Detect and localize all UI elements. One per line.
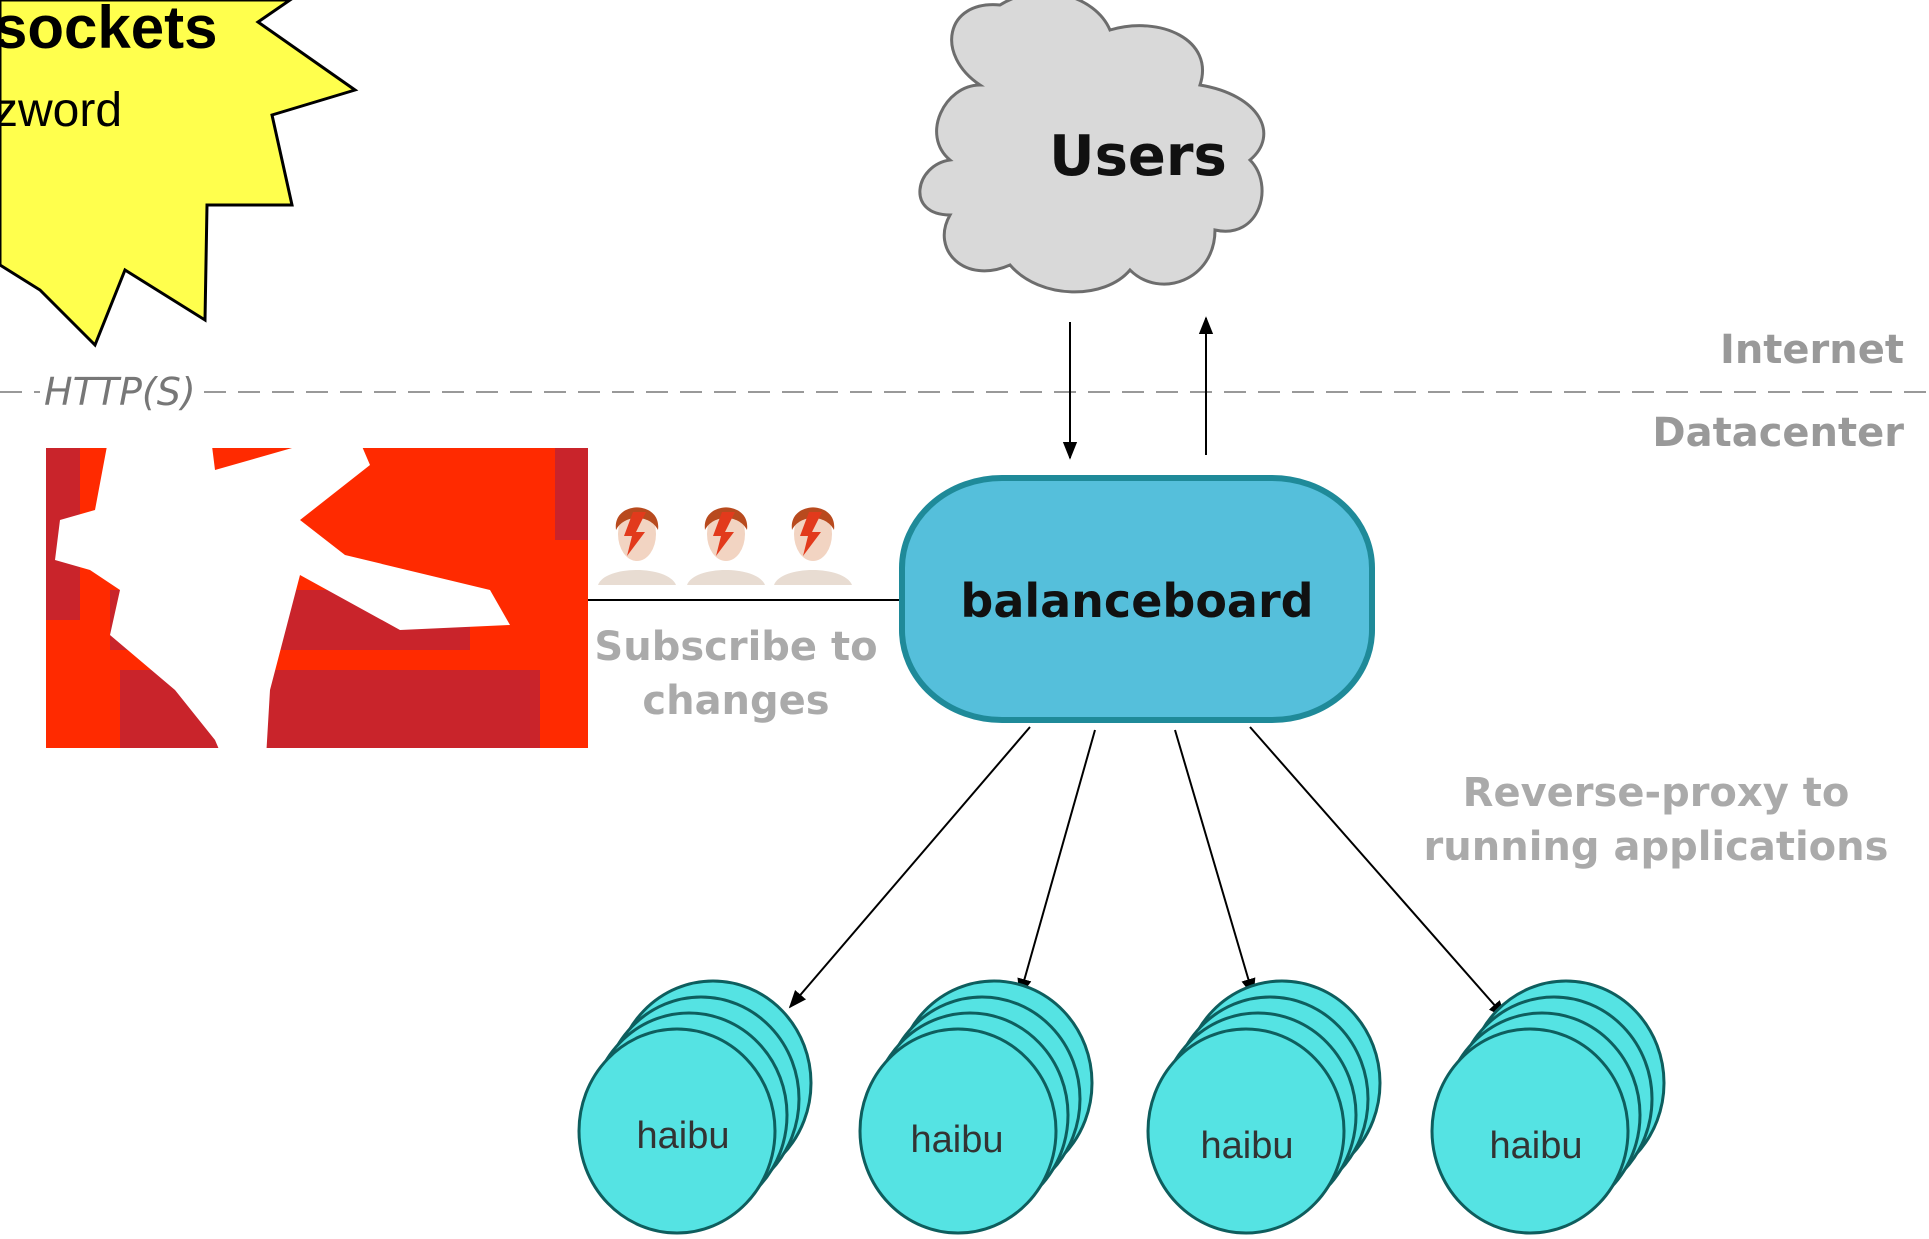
haibu-label: haibu: [637, 1115, 730, 1157]
users-cloud: Users: [918, 0, 1266, 294]
proxy-arrow-2: [1017, 729, 1096, 997]
haibu-label: haibu: [1201, 1125, 1294, 1167]
bowie-face-icon: [774, 507, 852, 585]
proxy-arrow-1: [788, 726, 1031, 1009]
protocol-label-bg: [40, 368, 200, 416]
proxy-label-line2: running applications: [1424, 824, 1889, 870]
haibu-label: haibu: [1490, 1125, 1583, 1167]
balanceboard-label: balanceboard: [960, 574, 1313, 628]
datacenter-label: Datacenter: [1652, 410, 1904, 456]
callout-title: sockets: [0, 0, 217, 61]
protocol-label: HTTP(S): [44, 370, 196, 414]
haibu-stack-3: haibu: [1146, 979, 1382, 1235]
callout-subtitle: zword: [0, 84, 122, 137]
subscriber-faces: [598, 507, 852, 585]
haibu-stack-4: haibu: [1430, 979, 1666, 1235]
subscribe-label-line2: changes: [642, 678, 829, 724]
callout-starburst: sockets zword: [0, 0, 359, 348]
proxy-label-line1: Reverse-proxy to: [1463, 770, 1850, 816]
haibu-stack-2: haibu: [858, 979, 1094, 1235]
bowie-face-icon: [687, 507, 765, 585]
proxy-arrow-3: [1174, 729, 1256, 997]
proxy-arrow-4: [1249, 726, 1507, 1019]
users-label: Users: [1049, 124, 1227, 189]
redis-logo-icon: [46, 430, 588, 775]
haibu-label: haibu: [911, 1119, 1004, 1161]
haibu-stack-1: haibu: [577, 979, 813, 1235]
balanceboard-node: balanceboard: [899, 475, 1375, 723]
internet-label: Internet: [1720, 327, 1904, 373]
subscribe-label-line1: Subscribe to: [594, 624, 877, 670]
bowie-face-icon: [598, 507, 676, 585]
